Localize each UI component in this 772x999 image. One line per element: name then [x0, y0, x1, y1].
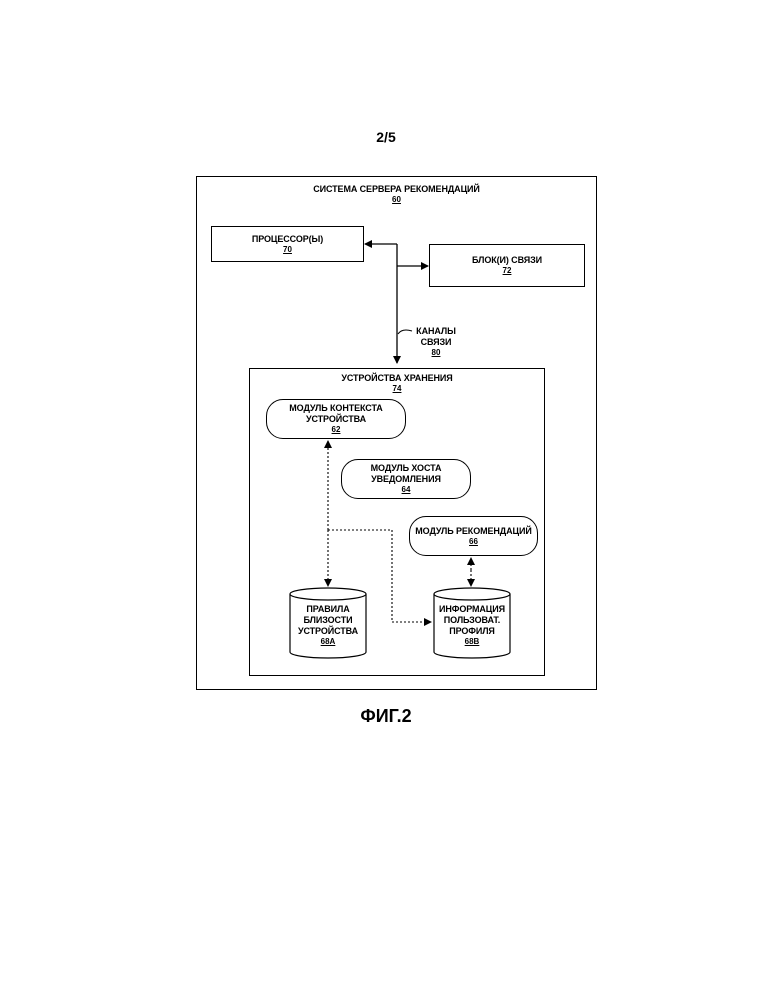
- proximity-rules-label: ПРАВИЛА БЛИЗОСТИ УСТРОЙСТВА 68A: [290, 604, 366, 647]
- proximity-rules-line1: ПРАВИЛА: [306, 604, 349, 615]
- user-profile-line3: ПРОФИЛЯ: [449, 626, 495, 637]
- user-profile-ref: 68B: [465, 637, 480, 647]
- user-profile-label: ИНФОРМАЦИЯ ПОЛЬЗОВАТ. ПРОФИЛЯ 68B: [434, 604, 510, 647]
- figure-caption: ФИГ.2: [0, 706, 772, 727]
- user-profile-line2: ПОЛЬЗОВАТ.: [444, 615, 500, 626]
- proximity-rules-ref: 68A: [321, 637, 336, 647]
- user-profile-line1: ИНФОРМАЦИЯ: [439, 604, 505, 615]
- proximity-rules-line3: УСТРОЙСТВА: [298, 626, 358, 637]
- communication-channels-leader: [398, 330, 412, 334]
- proximity-rules-line2: БЛИЗОСТИ: [304, 615, 353, 626]
